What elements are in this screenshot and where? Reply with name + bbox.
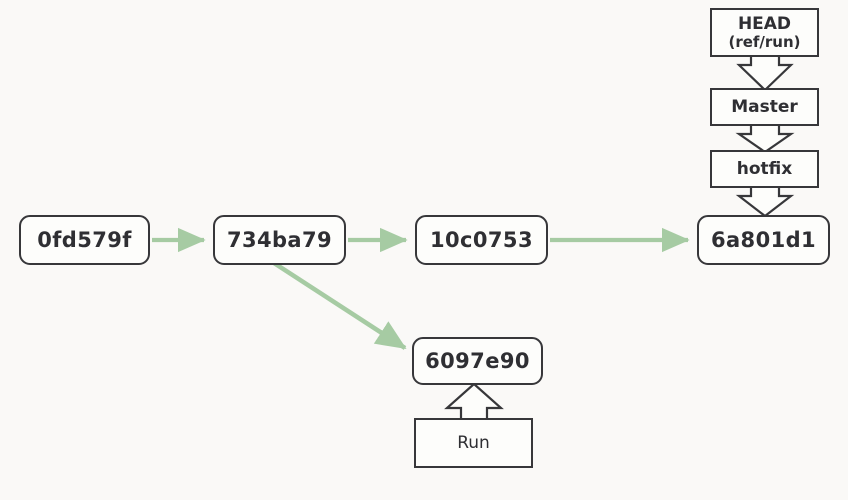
commit-node-0fd579f[interactable]: 0fd579f: [19, 215, 150, 265]
ref-node-head[interactable]: HEAD (ref/run): [710, 8, 819, 57]
edge-head-master: [736, 57, 794, 92]
edge-master-hotfix: [735, 126, 795, 154]
ref-node-master[interactable]: Master: [710, 88, 819, 126]
ref-node-head-sublabel: (ref/run): [728, 32, 801, 51]
commit-node-10c0753[interactable]: 10c0753: [415, 215, 548, 265]
ref-node-run[interactable]: Run: [414, 418, 533, 468]
commit-node-734ba79[interactable]: 734ba79: [213, 215, 346, 265]
edge-hotfix-commit: [735, 188, 795, 218]
commit-node-6097e90[interactable]: 6097e90: [412, 337, 543, 385]
edge-run-commit: [444, 382, 504, 418]
edge-c2-c5: [272, 261, 407, 350]
commit-node-6a801d1[interactable]: 6a801d1: [697, 215, 830, 265]
ref-node-head-label: HEAD: [737, 13, 792, 34]
ref-node-hotfix[interactable]: hotfix: [710, 150, 819, 188]
